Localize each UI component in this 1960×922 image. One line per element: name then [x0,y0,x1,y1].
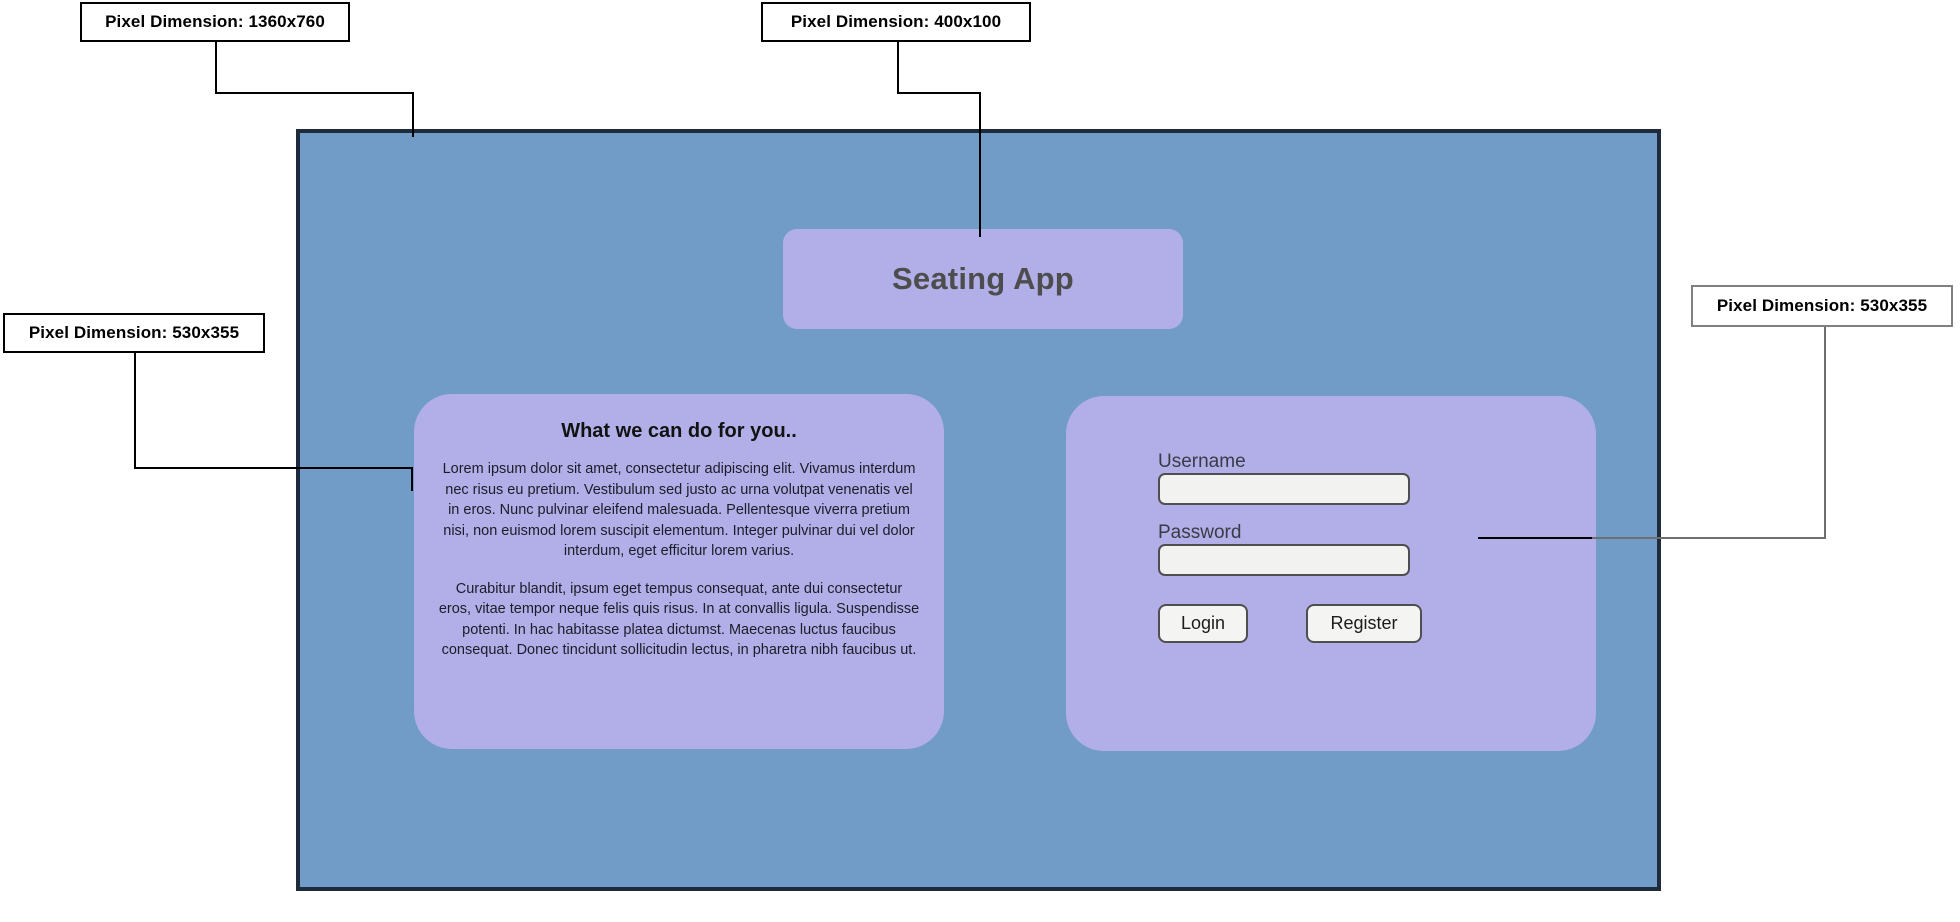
username-label: Username [1158,451,1246,472]
leader-info-segment-v1 [134,353,136,469]
app-title-card: Seating App [783,229,1183,329]
callout-info-panel-dimension: Pixel Dimension: 530x355 [3,313,265,353]
leader-window-segment-h1 [215,92,414,94]
callout-title-card-dimension-label: Pixel Dimension: 400x100 [790,12,1002,31]
callout-window-dimension: Pixel Dimension: 1360x760 [80,2,350,42]
callout-title-card-dimension: Pixel Dimension: 400x100 [761,2,1031,42]
info-panel-paragraph-1: Lorem ipsum dolor sit amet, consectetur … [442,461,916,559]
leader-title-segment-v2 [979,92,981,237]
app-title-text: Seating App [892,261,1074,296]
info-panel: What we can do for you.. Lorem ipsum dol… [414,394,944,749]
login-panel-button-row: Login Register [1158,603,1596,643]
info-panel-heading: What we can do for you.. [561,420,797,442]
info-panel-paragraph-2: Curabitur blandit, ipsum eget tempus con… [438,580,920,659]
leader-window-segment-v1 [215,42,217,94]
register-button[interactable]: Register [1306,603,1422,643]
callout-info-panel-dimension-label: Pixel Dimension: 530x355 [28,323,240,342]
leader-login-segment-h2 [1478,537,1592,539]
leader-login-segment-h1 [1590,537,1826,539]
leader-info-segment-v2 [411,467,413,491]
username-input[interactable] [1158,472,1410,505]
login-button[interactable]: Login [1158,603,1248,643]
password-label: Password [1158,521,1242,543]
app-window: Seating App What we can do for you.. Lor… [296,129,1661,891]
leader-title-segment-v1 [897,42,899,94]
leader-window-segment-v2 [412,92,414,137]
callout-window-dimension-label: Pixel Dimension: 1360x760 [105,12,325,31]
callout-login-panel-dimension-label: Pixel Dimension: 530x355 [1716,296,1928,315]
callout-login-panel-dimension: Pixel Dimension: 530x355 [1691,285,1953,327]
leader-login-segment-v1 [1824,327,1826,539]
leader-info-segment-h1 [134,467,413,469]
password-input[interactable] [1158,543,1410,576]
leader-title-segment-h1 [897,92,981,94]
login-panel: Username Password Login Register [1066,396,1596,751]
